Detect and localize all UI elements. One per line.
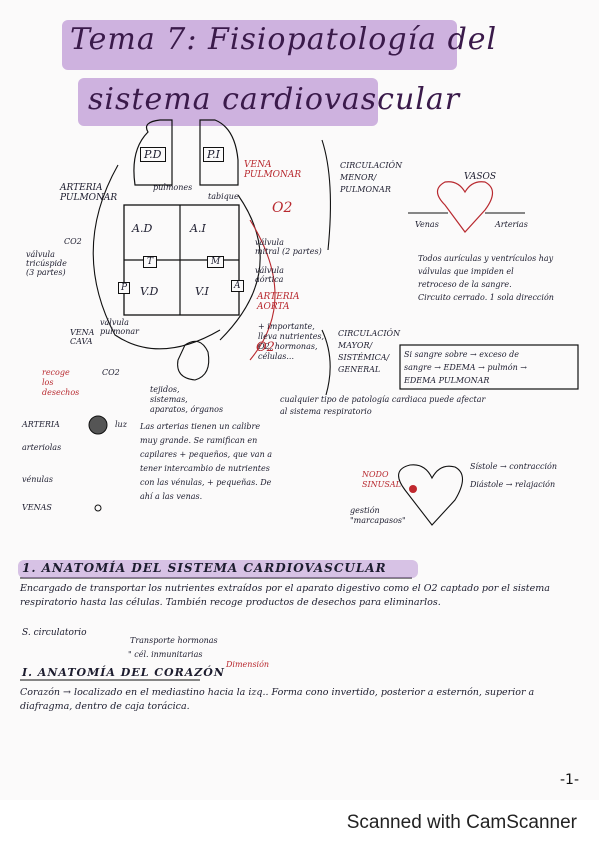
tabique-label: tabique — [208, 192, 239, 201]
section2-heading: I. ANATOMÍA DEL CORAZÓN — [22, 666, 225, 679]
co2-bottom-label: CO2 — [102, 368, 120, 377]
edema-box-text: Si sangre sobre → exceso de sangre → EDE… — [404, 350, 527, 385]
scanner-watermark: Scanned with CamScanner — [346, 812, 577, 833]
section1-paragraph: Encargado de transportar los nutrientes … — [20, 583, 550, 608]
vena-cava-label: VENA CAVA — [70, 328, 95, 346]
page-title-line-1: Tema 7: Fisiopatología del — [70, 22, 498, 57]
venulas-label: vénulas — [22, 475, 53, 484]
valve-a: A — [231, 280, 244, 292]
heart-diagram — [20, 119, 579, 681]
luz-label: luz — [115, 420, 127, 429]
recoge-label: recoge los desechos — [42, 368, 80, 397]
cel-inmunitarias-label: " cél. inmunitarias — [128, 650, 203, 659]
arteria-label: ARTERIA — [22, 420, 60, 429]
arterias-description: Las arterias tienen un calibre muy grand… — [140, 422, 273, 501]
arteriolas-label: arteriolas — [22, 443, 62, 452]
valvula-tricuspide-label: válvula tricúspide (3 partes) — [26, 250, 67, 277]
cualquier-note: cualquier tipo de patología cardiaca pue… — [280, 395, 486, 416]
section2-paragraph: Corazón → localizado en el mediastino ha… — [20, 687, 535, 712]
tejidos-label: tejidos, sistemas, aparatos, órganos — [150, 385, 224, 414]
gestion-label: gestión "marcapasos" — [350, 506, 406, 525]
circ-mayor-label: CIRCULACIÓN MAYOR/ SISTÉMICA/ GENERAL — [338, 329, 401, 374]
s-circulatorio-label: S. circulatorio — [22, 628, 87, 638]
arteria-aorta-label: ARTERIA AORTA — [257, 292, 300, 312]
chamber-vd: V.D — [140, 285, 159, 298]
section1-heading: 1. ANATOMÍA DEL SISTEMA CARDIOVASCULAR — [22, 561, 387, 575]
section1-highlight — [18, 560, 418, 578]
valve-t: T — [143, 256, 158, 268]
chamber-vi: V.I — [195, 285, 209, 298]
co2-left-label: CO2 — [64, 237, 82, 246]
o2-label: O2 — [272, 200, 293, 216]
lung-left-label: P.I — [203, 147, 225, 162]
venas-label: Venas — [415, 220, 439, 229]
circ-menor-label: CIRCULACIÓN MENOR/ PULMONAR — [340, 161, 403, 194]
title-highlight-1 — [62, 20, 457, 70]
sistole-label: Sístole → contracción — [470, 462, 558, 471]
valvula-mitral-label: válvula mitral (2 partes) — [255, 238, 322, 256]
valve-m: M — [207, 256, 225, 268]
valvula-aortica-label: válvula aórtica — [255, 266, 284, 284]
valve-p: P — [118, 282, 131, 294]
arteria-pulmonar-label: ARTERIA PULMONAR — [60, 183, 118, 203]
title-highlight-2 — [78, 78, 378, 126]
diastole-label: Diástole → relajación — [470, 480, 556, 489]
lung-right-label: P.D — [140, 147, 166, 162]
chamber-ai: A.I — [190, 222, 206, 235]
chamber-ad: A.D — [132, 222, 153, 235]
transporte-hormonas-label: Transporte hormonas — [130, 636, 218, 645]
section2-annotation: Dimensión — [226, 660, 270, 669]
page-title-line-2: sistema cardiovascular — [88, 82, 461, 117]
notebook-page — [0, 0, 599, 800]
vasos-label: VASOS — [464, 172, 497, 182]
arterias-label: Arterias — [495, 220, 528, 229]
nodo-sinusal-label: NODO SINUSAL — [362, 470, 401, 489]
vasos-desc: Todos aurículas y ventrículos hay válvul… — [418, 254, 554, 302]
o2-bottom-label: O2 — [256, 340, 275, 355]
venas-vessel-label: VENAS — [22, 503, 52, 512]
pulmones-label: pulmones — [153, 183, 193, 192]
scanner-footer: Scanned with CamScanner — [0, 800, 599, 848]
aorta-note: + importante, lleva nutrientes, O2, horm… — [258, 322, 325, 361]
vena-pulmonar-label: VENA PULMONAR — [244, 160, 302, 180]
valvula-pulmonar-label: válvula pulmonar — [100, 318, 139, 336]
page-number: -1- — [559, 772, 579, 788]
